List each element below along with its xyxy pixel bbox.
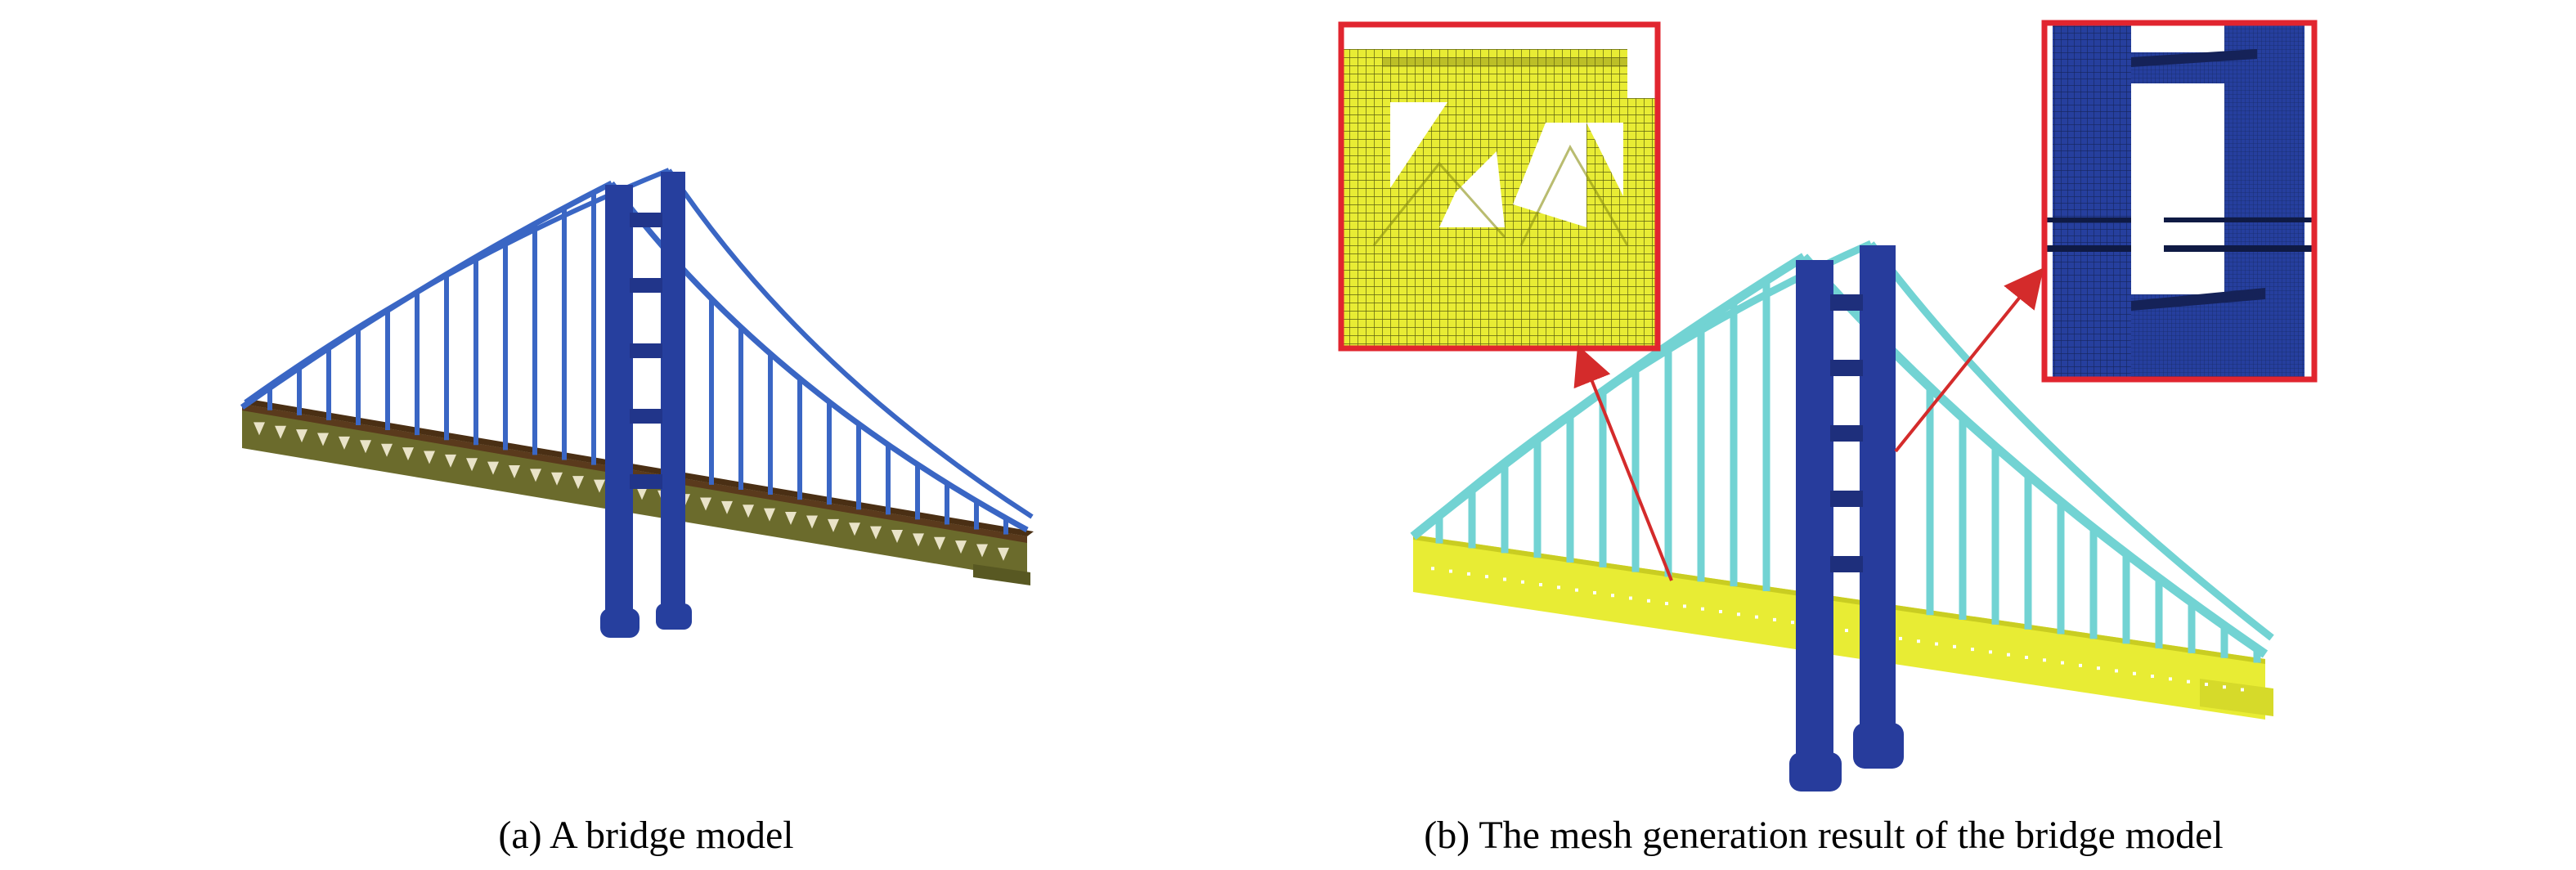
truss-opening (572, 476, 584, 490)
truss-opening (360, 440, 371, 454)
main-cables (240, 168, 1034, 533)
truss-opening (998, 547, 1009, 561)
mesh-opening (1989, 650, 1992, 654)
truss-opening (317, 433, 329, 446)
truss-opening (934, 536, 945, 550)
truss-opening (721, 500, 733, 514)
truss-opening (785, 512, 797, 526)
mesh-opening (2169, 677, 2172, 681)
mesh-opening (2151, 675, 2154, 679)
mesh-opening (2097, 666, 2100, 670)
mesh-opening (2115, 669, 2118, 673)
truss-opening (636, 487, 648, 500)
mesh-suspender-hangers (1435, 280, 2261, 663)
callout-arrows (1573, 267, 2044, 581)
mesh-opening (1647, 599, 1650, 603)
mesh-opening (1503, 577, 1506, 581)
truss-opening (339, 436, 350, 450)
mesh-opening (1485, 575, 1488, 579)
mesh-opening (1899, 636, 1902, 640)
mesh-opening (1539, 583, 1542, 587)
truss-opening (976, 544, 988, 558)
truss-opening (424, 451, 435, 464)
callout-tower-detail (2041, 20, 2318, 383)
truss-opening (806, 515, 818, 529)
truss-opening (296, 429, 307, 443)
truss-opening (955, 540, 967, 554)
mesh-opening (1755, 615, 1758, 619)
truss-opening (828, 518, 839, 532)
mesh-opening (2007, 652, 2010, 657)
mesh-opening (1917, 639, 1920, 644)
mesh-opening (2205, 682, 2208, 686)
truss-opening (402, 447, 414, 461)
bridge-deck (242, 399, 1034, 585)
mesh-opening (1521, 580, 1524, 584)
mesh-opening (1683, 604, 1686, 608)
truss-opening (487, 461, 499, 475)
mesh-opening (1719, 609, 1722, 613)
bridge-tower (600, 172, 692, 638)
mesh-opening (2241, 688, 2244, 692)
mesh-opening (2043, 658, 2046, 662)
callout-deck-detail (1338, 21, 1661, 352)
truss-opening (913, 533, 924, 547)
mesh-opening (1611, 594, 1614, 598)
panel-a-bridge-model (240, 168, 1034, 638)
mesh-opening (1449, 569, 1452, 573)
mesh-opening (1971, 648, 1974, 652)
mesh-deck (1413, 535, 2273, 720)
mesh-opening (2061, 661, 2064, 665)
caption-panel-a: (a) A bridge model (498, 814, 794, 857)
truss-opening (764, 508, 775, 522)
truss-opening (743, 505, 754, 518)
truss-opening (445, 454, 456, 468)
mesh-opening (2187, 679, 2190, 684)
caption-panel-b: (b) The mesh generation result of the br… (1424, 814, 2224, 857)
mesh-opening (1575, 588, 1578, 592)
truss-opening (466, 458, 478, 472)
truss-opening (870, 526, 882, 540)
truss-opening (509, 465, 520, 479)
suspender-hangers (267, 192, 1008, 535)
mesh-opening (1701, 607, 1704, 611)
panel-b-mesh-result (1338, 20, 2318, 792)
mesh-tower (1789, 245, 1904, 792)
truss-opening (254, 422, 265, 436)
truss-opening (530, 469, 541, 482)
truss-opening (551, 472, 563, 486)
mesh-opening (2079, 663, 2082, 667)
mesh-opening (1593, 590, 1596, 594)
mesh-opening (1629, 596, 1632, 600)
mesh-opening (1773, 617, 1776, 621)
mesh-opening (1467, 572, 1470, 576)
mesh-opening (1791, 621, 1794, 625)
truss-opening (275, 425, 286, 439)
truss-opening (381, 443, 393, 457)
truss-opening (700, 497, 711, 511)
mesh-opening (1665, 602, 1668, 606)
mesh-opening (2223, 685, 2226, 689)
mesh-opening (1737, 612, 1740, 617)
truss-opening (594, 479, 605, 493)
mesh-opening (2025, 655, 2028, 659)
mesh-opening (2133, 671, 2136, 675)
truss-opening (849, 522, 860, 536)
truss-opening (891, 529, 903, 543)
mesh-opening (1845, 629, 1848, 633)
mesh-opening (1953, 644, 1956, 648)
mesh-opening (1557, 585, 1560, 590)
mesh-opening (1431, 567, 1434, 571)
mesh-opening (1935, 642, 1938, 646)
